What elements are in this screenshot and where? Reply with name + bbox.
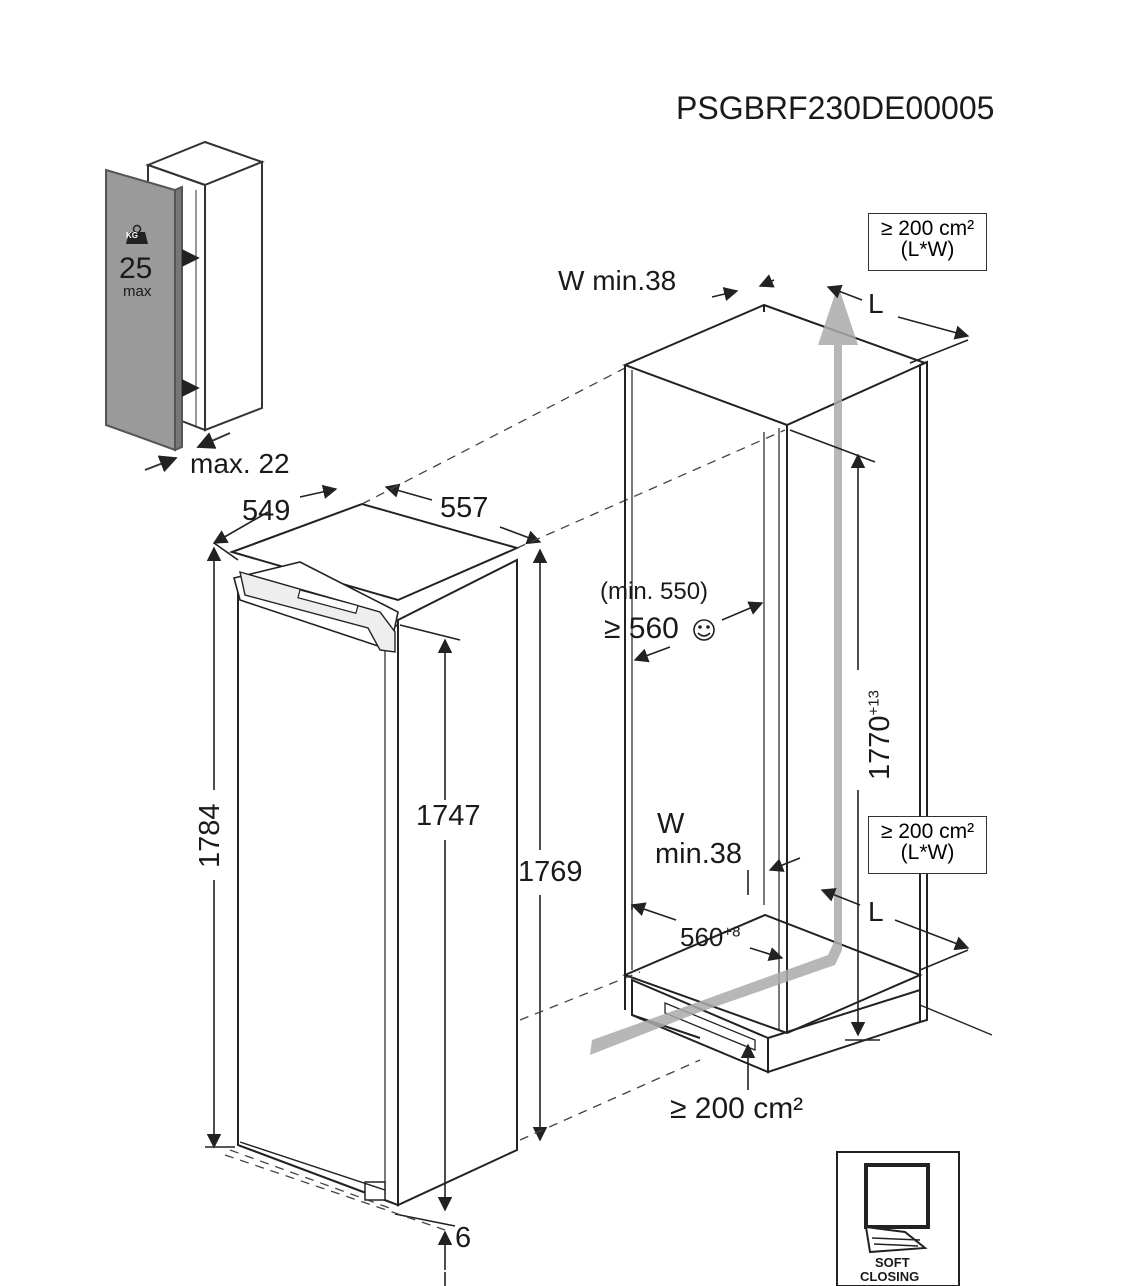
- niche-height-label: 1770+13: [864, 690, 896, 780]
- niche-width-tolerance: +8: [723, 923, 741, 941]
- smiley-icon: [693, 619, 715, 641]
- niche-outline: [622, 303, 993, 1074]
- vent-top-line1: ≥ 200 cm²: [880, 217, 975, 240]
- soft-closing-line1: SOFT: [875, 1255, 910, 1270]
- niche-height-value: 1770: [864, 715, 896, 780]
- door-weight-value: 25: [119, 252, 153, 285]
- vent-top-line2: (L*W): [900, 238, 955, 261]
- depth-549-label: 549: [242, 495, 291, 527]
- depth-min-label: (min. 550): [600, 578, 709, 605]
- document-code: PSGBRF230DE00005: [676, 90, 995, 126]
- door-weight-suffix: max: [123, 283, 152, 300]
- width-557-label: 557: [440, 492, 489, 524]
- soft-closing-icon: [836, 1151, 960, 1286]
- soft-closing-line2: CLOSING: [860, 1269, 920, 1284]
- weight-icon: [126, 224, 148, 244]
- niche-height-tolerance: +13: [865, 690, 883, 716]
- depth-recommended-label: ≥ 560: [604, 612, 679, 645]
- wall-min-top-label: W min.38: [558, 265, 677, 296]
- max-door-thickness-label: max. 22: [190, 448, 290, 479]
- door-illustration: [105, 140, 265, 473]
- appliance-outline: [228, 502, 520, 1207]
- wall-min-bottom-w: W: [657, 808, 685, 840]
- vent-top-box: ≥ 200 cm² (L*W): [868, 213, 987, 271]
- wall-min-bottom-value: min.38: [655, 838, 743, 870]
- vent-bottom-label: ≥ 200 cm²: [670, 1092, 804, 1125]
- vent-mid-line1: ≥ 200 cm²: [880, 820, 975, 843]
- l-top-label: L: [868, 288, 884, 319]
- height-1747-label: 1747: [416, 800, 481, 832]
- appliance-dimension-lines: [205, 483, 548, 1286]
- height-1784-label: 1784: [194, 803, 226, 868]
- projection-lines: [224, 367, 786, 1231]
- bottom-6-label: 6: [455, 1222, 472, 1254]
- height-1769-label: 1769: [518, 856, 583, 888]
- vent-mid-line2: (L*W): [900, 841, 955, 864]
- niche-width-label: 560+8: [680, 924, 741, 950]
- niche-dimension-lines: [630, 274, 970, 1090]
- l-bottom-label: L: [868, 896, 884, 927]
- vent-mid-box: ≥ 200 cm² (L*W): [868, 816, 987, 874]
- niche-width-value: 560: [680, 922, 724, 952]
- weight-badge: KG: [126, 231, 138, 240]
